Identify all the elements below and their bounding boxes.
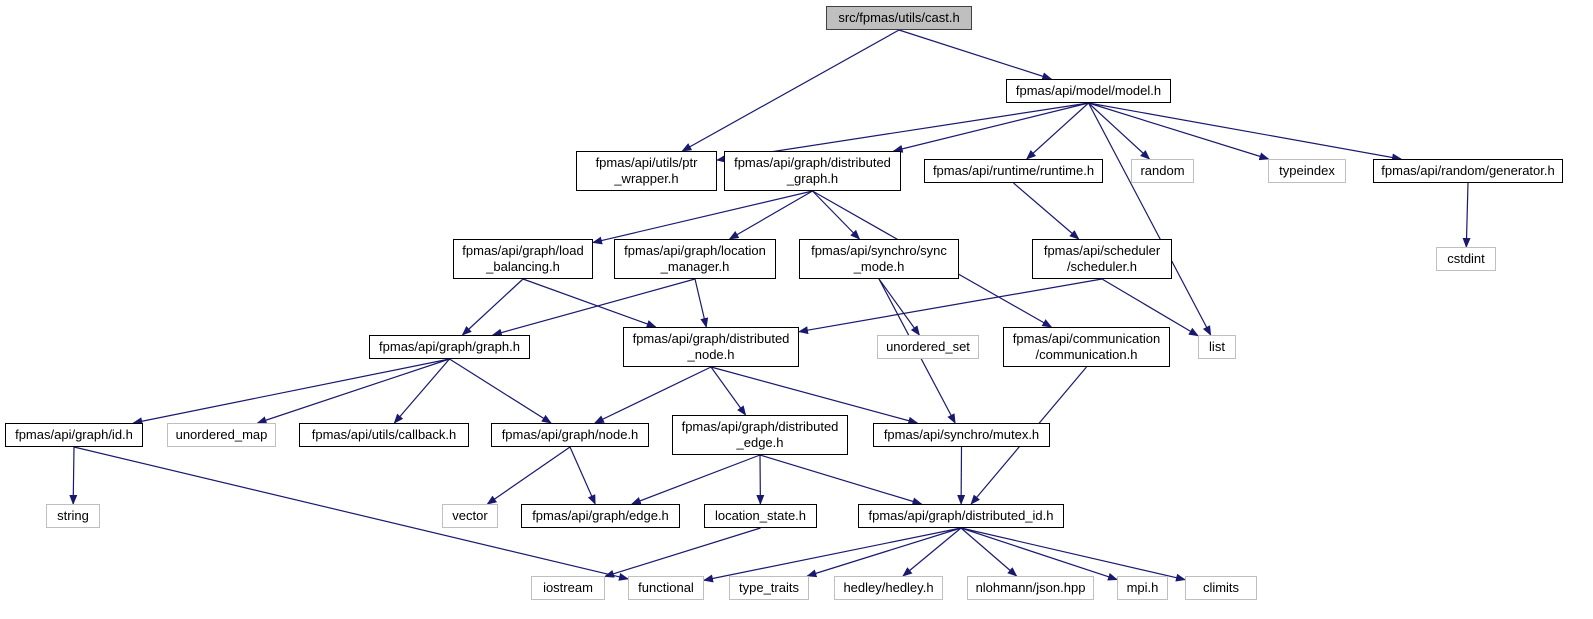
- node-functional: functional: [628, 576, 704, 600]
- edge-dgraph-to-locmgr: [728, 190, 813, 240]
- node-locstate[interactable]: location_state.h: [704, 504, 817, 528]
- edge-did-to-typetraits: [806, 527, 962, 578]
- edge-model-to-dgraph: [892, 102, 1089, 153]
- edge-dnode-to-dedge: [710, 366, 747, 416]
- edge-cast-to-model: [898, 29, 1053, 81]
- edge-did-to-mpi: [960, 527, 1118, 581]
- node-vector: vector: [442, 504, 498, 528]
- edge-node-to-vector: [486, 446, 571, 505]
- node-cast[interactable]: src/fpmas/utils/cast.h: [826, 6, 972, 30]
- node-climits: climits: [1185, 576, 1257, 600]
- node-random: random: [1131, 159, 1194, 183]
- edge-syncmode-to-unordset: [878, 278, 920, 336]
- edge-gid-to-string: [69, 446, 78, 505]
- node-hedley: hedley/hedley.h: [834, 576, 943, 600]
- node-gid[interactable]: fpmas/api/graph/id.h: [5, 423, 143, 447]
- edge-dedge-to-did: [759, 454, 923, 506]
- edge-gid-to-functional: [73, 446, 629, 581]
- node-dgraph[interactable]: fpmas/api/graph/distributed _graph.h: [724, 151, 901, 191]
- node-json: nlohmann/json.hpp: [967, 576, 1094, 600]
- edge-dnode-to-node: [593, 366, 712, 424]
- edge-graph-to-callback: [393, 358, 450, 424]
- edge-dgraph-to-syncmode: [812, 190, 861, 240]
- node-comm[interactable]: fpmas/api/communication /communication.h: [1003, 327, 1170, 367]
- node-model[interactable]: fpmas/api/model/model.h: [1006, 79, 1171, 103]
- edge-model-to-typeindex: [1088, 102, 1270, 161]
- node-ptr[interactable]: fpmas/api/utils/ptr _wrapper.h: [576, 151, 717, 191]
- edge-model-to-generator: [1088, 102, 1403, 162]
- node-node[interactable]: fpmas/api/graph/node.h: [491, 423, 649, 447]
- edge-node-to-edge: [569, 446, 596, 505]
- edge-scheduler-to-dnode: [798, 278, 1103, 335]
- edge-dedge-to-edge: [630, 454, 761, 505]
- edge-did-to-json: [960, 527, 1018, 577]
- edge-graph-to-gid: [132, 358, 450, 426]
- node-list: list: [1198, 335, 1236, 359]
- edge-generator-to-cstdint: [1462, 182, 1471, 248]
- node-syncmode[interactable]: fpmas/api/synchro/sync _mode.h: [799, 239, 959, 279]
- edge-did-to-functional: [703, 527, 962, 583]
- node-unordset: unordered_set: [877, 335, 979, 359]
- node-string: string: [46, 504, 100, 528]
- node-scheduler[interactable]: fpmas/api/scheduler /scheduler.h: [1032, 239, 1172, 279]
- edge-locmgr-to-graph: [491, 278, 696, 337]
- node-callback[interactable]: fpmas/api/utils/callback.h: [299, 423, 469, 447]
- node-typetraits: type_traits: [729, 576, 809, 600]
- node-edge[interactable]: fpmas/api/graph/edge.h: [521, 504, 680, 528]
- node-locmgr[interactable]: fpmas/api/graph/location _manager.h: [614, 239, 776, 279]
- edge-graph-to-unordmap: [256, 358, 450, 424]
- edge-locmgr-to-dnode: [694, 278, 709, 328]
- edge-loadbal-to-dnode: [522, 278, 657, 328]
- edge-dgraph-to-loadbal: [592, 190, 813, 245]
- edge-cast-to-ptr: [681, 29, 900, 152]
- node-runtime[interactable]: fpmas/api/runtime/runtime.h: [924, 159, 1103, 183]
- edge-model-to-runtime: [1025, 102, 1089, 160]
- edge-scheduler-to-list: [1101, 278, 1199, 337]
- node-unordmap: unordered_map: [167, 423, 276, 447]
- edge-model-to-ptr: [716, 102, 1089, 163]
- edge-runtime-to-scheduler: [1013, 182, 1080, 240]
- node-cstdint: cstdint: [1436, 247, 1496, 271]
- node-mpi: mpi.h: [1117, 576, 1168, 600]
- node-dedge[interactable]: fpmas/api/graph/distributed _edge.h: [672, 415, 848, 455]
- node-generator[interactable]: fpmas/api/random/generator.h: [1373, 159, 1563, 183]
- node-dnode[interactable]: fpmas/api/graph/distributed _node.h: [623, 327, 799, 367]
- node-typeindex: typeindex: [1268, 159, 1346, 183]
- node-mutex[interactable]: fpmas/api/synchro/mutex.h: [873, 423, 1050, 447]
- edge-loadbal-to-graph: [461, 278, 524, 336]
- node-loadbal[interactable]: fpmas/api/graph/load _balancing.h: [453, 239, 593, 279]
- edge-graph-to-node: [449, 358, 552, 424]
- edge-dnode-to-mutex: [710, 366, 919, 425]
- edge-locstate-to-iostream: [604, 527, 761, 578]
- edge-did-to-climits: [960, 527, 1186, 582]
- node-did[interactable]: fpmas/api/graph/distributed_id.h: [858, 504, 1064, 528]
- edge-did-to-hedley: [902, 527, 962, 577]
- edge-model-to-random: [1088, 102, 1151, 160]
- edge-model-to-list: [1087, 102, 1212, 336]
- node-graph[interactable]: fpmas/api/graph/graph.h: [369, 335, 530, 359]
- node-iostream: iostream: [531, 576, 605, 600]
